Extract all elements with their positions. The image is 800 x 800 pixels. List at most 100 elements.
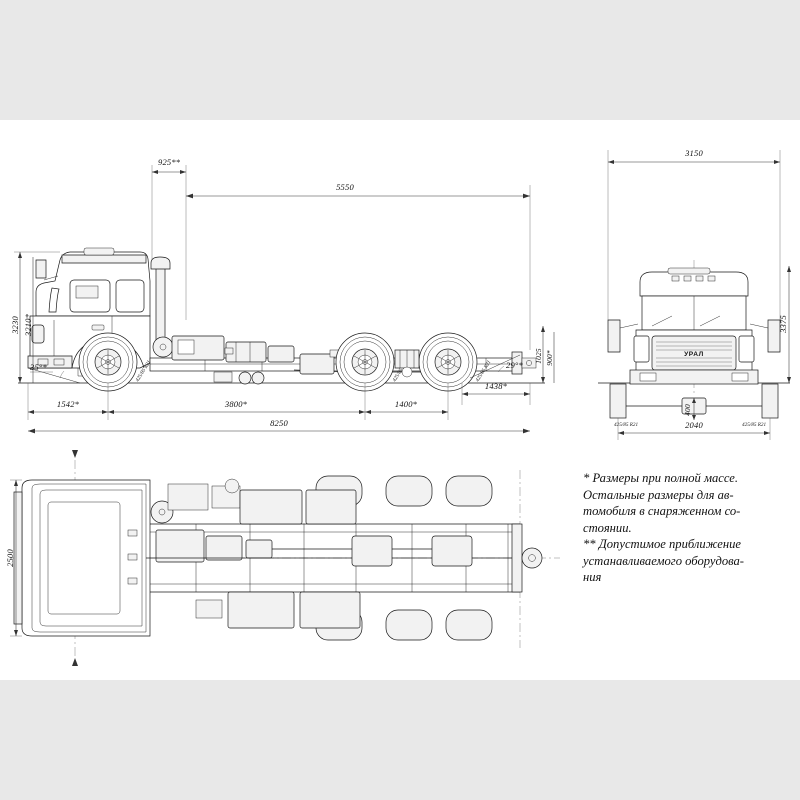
note-line-3: томобиля в снаряженном со- [583,504,741,518]
battery-box [213,371,233,383]
plan-rear-diff-1 [351,535,393,567]
plan-wheel-fr [385,475,433,507]
dim-1400-label: 1400* [395,399,418,409]
air-tank-2 [251,371,265,385]
dim-1542-label: 1542* [57,399,80,409]
plan-transfer-case [245,539,273,559]
plan-step-assembly [195,599,223,619]
departure-angle-arc [497,365,505,373]
dim-plan-overall-width: 2500 [5,479,22,637]
air-cleaner-hub [159,343,167,351]
exhaust-pipe [155,267,166,341]
front-tire-label-left: 425/85 R21 [614,421,638,428]
dim-5550-label: 5550 [336,182,354,192]
front-roof-hatch [667,267,711,275]
bogie-pivot [401,366,413,378]
plan-view: 2500 [5,450,560,666]
drawing-sheet: 425/85 R21 425/85 R21 [0,120,800,680]
cab-roof [61,254,147,264]
bumper-slot-1 [37,358,49,366]
front-headlamp-right [738,335,755,363]
dim-ground-clearance: 400 [683,398,696,420]
dim-2040-label: 2040 [685,420,703,430]
wiper-blades [651,315,721,327]
rear-rim-1-spokes [353,350,377,374]
plan-fuel-tank [239,489,303,525]
headlamp [31,324,45,344]
note-line-5: ** Допустимое приближение [583,537,741,551]
front-rim-spokes [96,350,120,374]
exhaust-cap [150,256,171,270]
plan-fan [150,500,174,524]
plan-cab-handles [127,529,138,585]
dim-925-label: 925** [158,157,181,167]
dim-400-label: 400 [683,404,692,416]
right-mirror-arm [749,323,769,329]
plan-tow-pin [528,554,536,562]
powertrain-assembly [171,335,428,385]
note-line-1: * Размеры при полной массе. [583,471,739,485]
plan-spare-box [299,591,361,629]
roof-hatch [83,247,115,256]
dim-track-width: 2040 [617,418,771,440]
front-cab-roof [639,271,749,297]
grille-slats [656,341,732,367]
dim-3230-label: 3230 [10,316,20,335]
approach-angle-line [27,367,81,384]
front-view-bumper [629,369,759,385]
plan-engine [155,529,205,563]
air-cleaner [152,336,174,358]
window-inner-panel [75,285,99,299]
engine-detail-1 [177,339,195,355]
front-tire-label-right: 425/85 R21 [742,421,766,428]
plan-cab-inner-2 [39,489,143,627]
plan-rear-diff-2 [431,535,473,567]
side-elevation-view: 425/85 R21 425/85 R21 [10,157,555,434]
quarter-window [115,279,145,313]
plan-front-bumper [13,491,23,625]
plan-gearbox [205,535,243,561]
plan-tool-box [227,591,295,629]
note-line-7: ния [583,570,602,584]
dim-approach-angle-label: 35°* [29,362,47,372]
front-wheel-left [609,383,627,419]
plan-battery-box [305,489,357,525]
front-elevation-view: УРАЛ 425/85 R21 425/85 R21 3150 [598,148,791,440]
left-mirror-arm [619,323,639,329]
plan-wheel-rr [385,609,433,641]
note-line-4: стоянии. [583,520,632,535]
plan-section-arrow-bottom [72,658,78,666]
sun-visor [43,275,59,281]
bumper-lamp-left [639,372,657,382]
dim-rear-frame-height: 1025 900* [534,326,555,383]
mirror-housing [35,259,47,279]
plan-fan-hub [158,508,166,516]
plan-cab-inner-1 [31,483,147,633]
dim-overall-length: 8250 [28,418,530,434]
plan-wheel-fl2 [445,475,493,507]
front-wheel-right [761,383,779,419]
technical-drawing-canvas: 425/85 R21 425/85 R21 [5,148,791,666]
approach-angle-arc [59,370,65,379]
plan-rear-crossmember [511,523,523,593]
dim-front-overall-height: 3375 [778,266,791,383]
dim-frame-rear-length: 5550 [186,182,531,350]
dim-900-label: 900* [545,350,554,366]
drawing-notes: * Размеры при полной массе. Остальные ра… [583,470,798,586]
plan-wheel-rl2 [445,609,493,641]
bumper-slot-2 [53,358,65,366]
dim-2500-label: 2500 [5,549,15,567]
plan-tow-hitch [521,547,543,569]
transfer-case [267,345,295,363]
dim-3150-label: 3150 [684,148,703,158]
tow-hitch [521,357,537,369]
rear-bogie-wheels: 425/85 R21 425/85 R21 [335,332,493,392]
departure-angle-line [469,354,521,379]
dim-3800-label: 3800* [224,399,248,409]
exhaust-stack [150,256,171,341]
roof-marker-lamps [671,275,716,282]
dim-chain-primary: 1542* 3800* 1400* [27,383,449,420]
note-line-2: Остальные размеры для ав- [583,487,734,502]
dim-1438-label: 1438* [485,381,508,391]
fuel-tank [299,353,335,375]
